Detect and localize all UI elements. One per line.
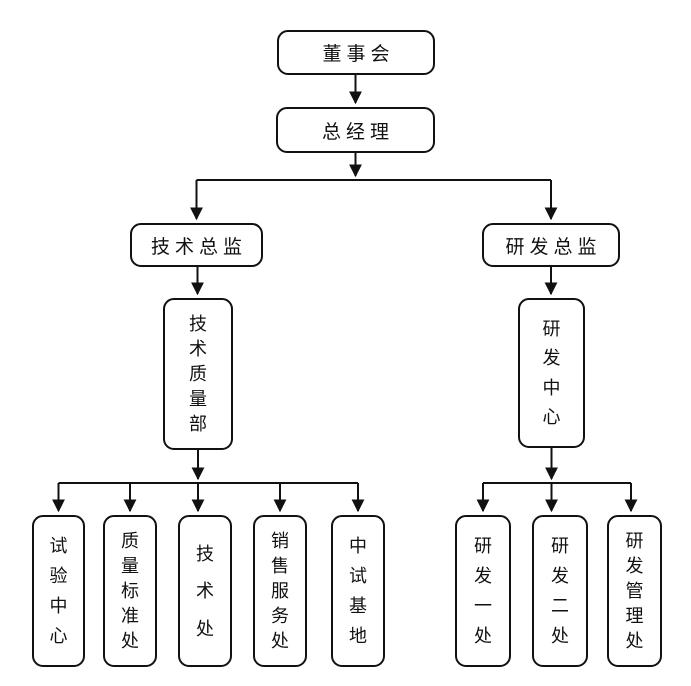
node-tech-quality-dept: 技术质量部 xyxy=(163,298,233,450)
node-sales-service-office: 销售服务处 xyxy=(253,515,307,667)
node-rd-management-office: 研发管理处 xyxy=(607,515,662,667)
node-general-manager-label: 总经理 xyxy=(321,121,394,143)
node-tech-director-label: 技术总监 xyxy=(150,236,247,258)
node-general-manager: 总经理 xyxy=(276,107,435,153)
node-rd-office-1-label: 研发一处 xyxy=(474,536,492,646)
node-rd-center-label: 研发中心 xyxy=(542,318,561,428)
node-rd-center: 研发中心 xyxy=(518,298,585,448)
node-rd-management-office-label: 研发管理处 xyxy=(625,531,644,651)
node-rd-office-2: 研发二处 xyxy=(532,515,588,667)
node-quality-standards-office-label: 质量标准处 xyxy=(121,531,139,651)
node-sales-service-office-label: 销售服务处 xyxy=(271,531,289,651)
node-tech-quality-dept-label: 技术质量部 xyxy=(189,314,207,434)
node-pilot-test-base-label: 中试基地 xyxy=(349,536,367,646)
node-technology-office-label: 技术处 xyxy=(196,543,214,639)
node-technology-office: 技术处 xyxy=(178,515,232,667)
node-rd-office-2-label: 研发二处 xyxy=(551,536,569,646)
node-pilot-test-base: 中试基地 xyxy=(331,515,385,667)
node-rd-office-1: 研发一处 xyxy=(455,515,511,667)
node-rd-director-label: 研发总监 xyxy=(505,236,602,258)
node-quality-standards-office: 质量标准处 xyxy=(103,515,157,667)
node-board-label: 董事会 xyxy=(322,44,395,65)
node-rd-director: 研发总监 xyxy=(482,223,620,267)
node-board: 董事会 xyxy=(277,30,435,75)
node-test-center-label: 试验中心 xyxy=(49,536,68,646)
node-test-center: 试验中心 xyxy=(32,515,85,667)
node-tech-director: 技术总监 xyxy=(130,223,263,267)
